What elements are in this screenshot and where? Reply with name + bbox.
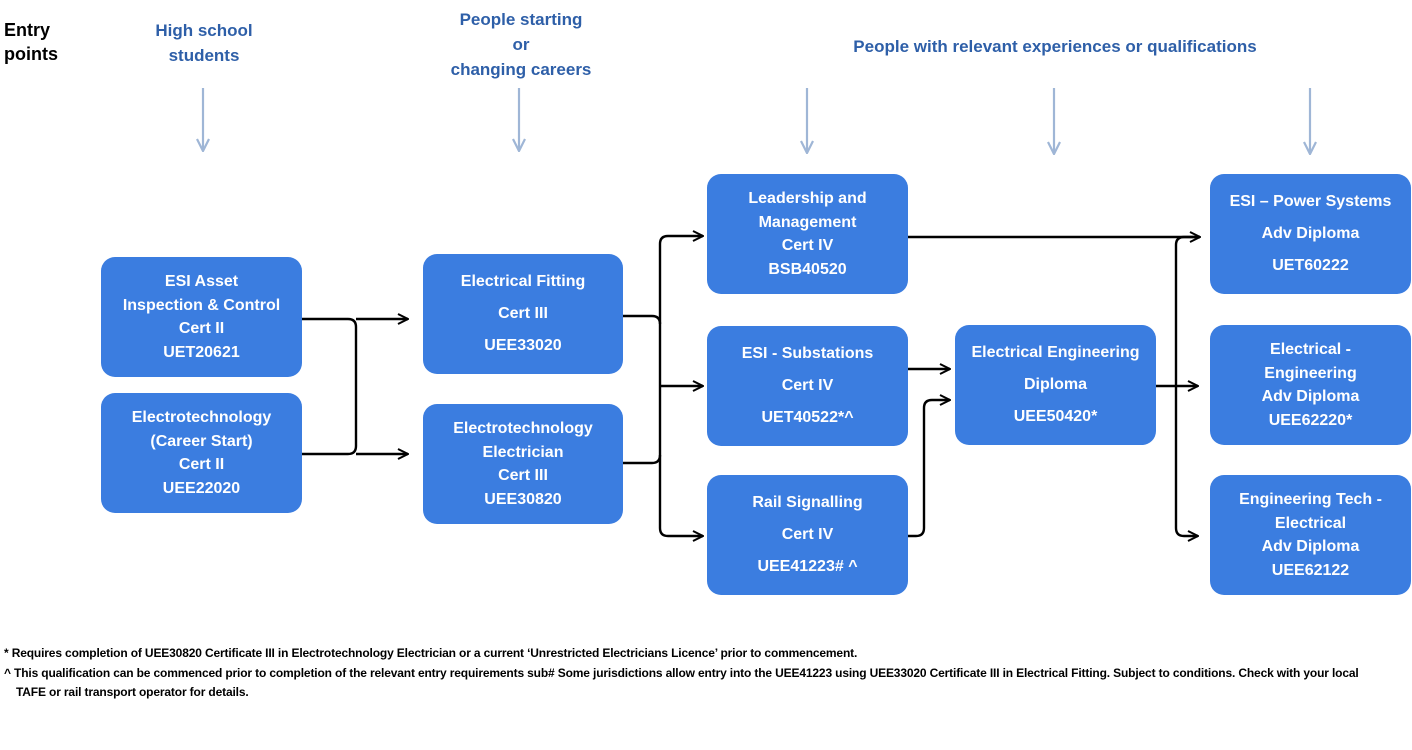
connector-to-esi-power [1174, 235, 1200, 246]
box-esi-substations: ESI - Substations Cert IV UET40522*^ [707, 326, 908, 446]
box-engineering-tech-line: Electrical [1274, 514, 1347, 532]
box-electrical-engineering-adv-line: Adv Diploma [1261, 388, 1360, 405]
box-electrical-engineering-diploma: Electrical Engineering Diploma UEE50420* [955, 325, 1156, 445]
box-electrical-fitting-line: Electrical Fitting [460, 273, 586, 290]
connector-electrician-out [623, 454, 662, 465]
box-esi-asset-line: Inspection & Control [122, 296, 281, 314]
box-electrical-engineering-adv-line: Engineering [1264, 364, 1357, 382]
box-electrotech-electrician-line: Electrotechnology [453, 420, 593, 437]
box-electrical-engineering-adv-line: Electrical - [1270, 341, 1351, 358]
footnote-caret: ^ This qualification can be commenced pr… [4, 666, 1359, 680]
connector-rail-to-diploma [908, 400, 950, 538]
box-electrical-engineering-adv-diploma: Electrical - Engineering Adv Diploma UEE… [1210, 325, 1411, 445]
box-leadership-line: BSB40520 [768, 260, 847, 278]
box-esi-substations-line: ESI - Substations [741, 345, 874, 362]
box-rail-signalling-line: UEE41223# ^ [757, 558, 858, 575]
box-electrotech-electrician-line: UEE30820 [484, 490, 562, 508]
connector-to-leadership [658, 236, 703, 245]
box-esi-power-systems: ESI – Power Systems Adv Diploma UET60222 [1210, 174, 1411, 294]
down-arrows [203, 88, 1310, 154]
box-leadership-line: Management [758, 213, 857, 231]
box-esi-power-line: Adv Diploma [1261, 225, 1360, 242]
box-electrical-engineering-line: UEE50420* [1013, 408, 1098, 425]
box-electrotech-electrician-line: Cert III [498, 467, 548, 484]
box-rail-signalling: Rail Signalling Cert IV UEE41223# ^ [707, 475, 908, 595]
box-engineering-tech: Engineering Tech - Electrical Adv Diplom… [1210, 475, 1411, 595]
box-rail-signalling-line: Rail Signalling [752, 494, 863, 511]
box-electrical-engineering-line: Electrical Engineering [971, 344, 1140, 361]
box-electrotech-career-line: (Career Start) [150, 432, 253, 450]
box-esi-substations-line: UET40522*^ [761, 409, 854, 426]
box-esi-asset: ESI Asset Inspection & Control Cert II U… [101, 257, 302, 377]
audience-high-school: High school students [155, 21, 253, 65]
box-electrotech-electrician: Electrotechnology Electrician Cert III U… [423, 404, 623, 524]
box-esi-power-line: UET60222 [1272, 257, 1349, 274]
audience-relevant-experience: People with relevant experiences or qual… [853, 37, 1257, 56]
box-esi-substations-line: Cert IV [781, 377, 834, 394]
box-electrotech-electrician-line: Electrician [482, 443, 564, 461]
box-engineering-tech-line: Adv Diploma [1261, 538, 1360, 555]
box-electrical-fitting-line: UEE33020 [484, 337, 562, 354]
box-electrical-fitting-line: Cert III [498, 305, 548, 322]
footnote-star: * Requires completion of UEE30820 Certif… [4, 646, 858, 660]
box-esi-power-line: ESI – Power Systems [1229, 193, 1392, 210]
box-electrotech-career-start: Electrotechnology (Career Start) Cert II… [101, 393, 302, 513]
connector-to-rail [658, 527, 703, 536]
connector-to-engineering-tech [1174, 527, 1198, 536]
box-electrotech-career-line: Cert II [178, 456, 225, 473]
box-electrical-engineering-adv-line: UEE62220* [1268, 411, 1353, 429]
box-engineering-tech-line: Engineering Tech - [1239, 491, 1382, 508]
connector-fitting-out [623, 314, 662, 325]
box-electrotech-career-line: UEE22020 [162, 479, 241, 497]
box-electrical-engineering-line: Diploma [1023, 376, 1088, 393]
box-leadership-line: Cert IV [781, 237, 834, 254]
box-engineering-tech-line: UEE62122 [1271, 561, 1350, 579]
box-leadership-line: Leadership and [748, 190, 867, 207]
box-electrotech-career-line: Electrotechnology [131, 409, 272, 426]
audience-changing-careers: People starting or changing careers [450, 10, 592, 79]
entry-points-label: Entry points [4, 20, 58, 64]
footnote-caret-continued: TAFE or rail transport operator for deta… [16, 685, 249, 699]
box-esi-asset-line: UET20621 [163, 343, 240, 361]
box-electrical-fitting: Electrical Fitting Cert III UEE33020 [423, 254, 623, 374]
box-leadership-management: Leadership and Management Cert IV BSB405… [707, 174, 908, 294]
box-esi-asset-line: ESI Asset [164, 273, 239, 290]
connector-cert2-bracket [302, 317, 358, 456]
box-esi-asset-line: Cert II [178, 320, 225, 337]
box-rail-signalling-line: Cert IV [781, 526, 834, 543]
